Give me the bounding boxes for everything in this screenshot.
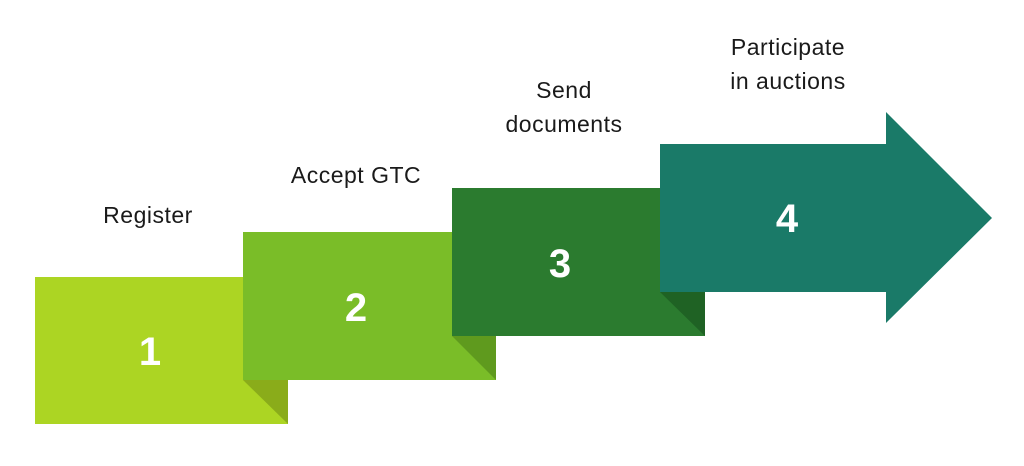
step-1-label-line-1: Register [103, 202, 193, 228]
step-4-label-line-2: in auctions [730, 68, 846, 94]
step-1-label: Register [48, 198, 248, 232]
step-3-label-line-1: Send [536, 77, 592, 103]
step-3-label-line-2: documents [505, 111, 623, 137]
step-2-number: 2 [344, 286, 368, 330]
step-2-label-line-1: Accept GTC [290, 162, 422, 188]
step-4-arrow [660, 112, 992, 323]
step-1-number: 1 [138, 330, 162, 374]
step-4-number: 4 [775, 197, 799, 241]
step-1-fold-shadow [243, 380, 288, 424]
step-4-label-line-1: Participate [730, 34, 846, 60]
step-3-label: Send documents [464, 73, 664, 141]
step-3-fold-shadow [660, 292, 705, 336]
step-4-label: Participate in auctions [688, 30, 888, 98]
step-2-label: Accept GTC [256, 158, 456, 192]
step-3-number: 3 [548, 242, 572, 286]
step-2-fold-shadow [452, 336, 496, 380]
